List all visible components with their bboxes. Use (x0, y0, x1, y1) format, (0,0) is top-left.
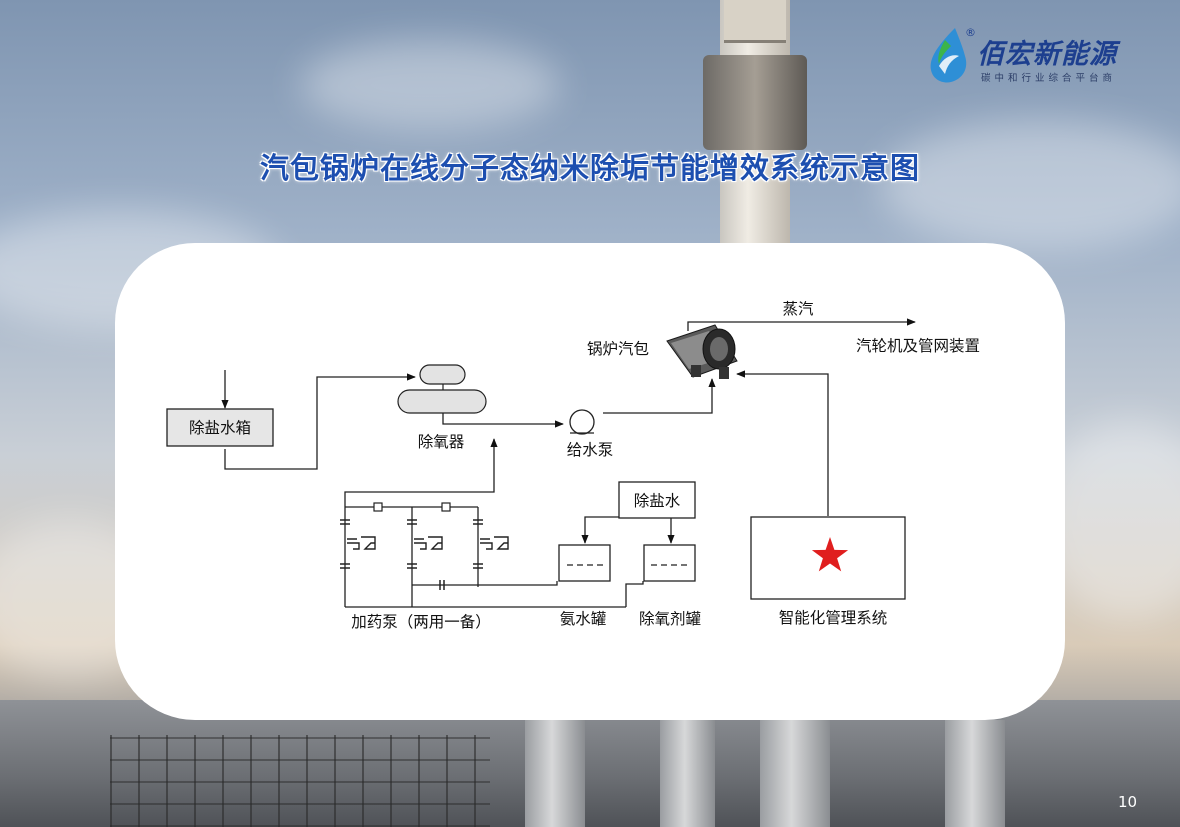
deaerator-label: 除氧器 (418, 433, 465, 451)
ammonia-suction-line (412, 581, 558, 586)
brand-tagline: 碳中和行业综合平台商 (981, 73, 1117, 84)
brand-logo: ® 佰宏新能源 碳中和行业综合平台商 (925, 24, 1155, 88)
dosing-header-line (344, 438, 498, 507)
ammonia-tank-label: 氨水罐 (560, 610, 607, 628)
chimney-cap (724, 0, 786, 43)
registered-mark: ® (965, 26, 976, 39)
valve-icon (441, 502, 451, 512)
deaerator-top-vessel (419, 364, 466, 385)
steel-truss (110, 735, 490, 827)
feed-pump-icon (569, 409, 595, 435)
pump-to-drum-pipe (603, 378, 716, 414)
dosing-pump-icon (347, 536, 376, 550)
star-icon (811, 537, 849, 572)
system-diagram: 除盐水箱 除氧器 给水泵 锅炉汽包 蒸汽 汽轮机及管网装置 除盐水 氨水罐 (166, 300, 980, 631)
tank-to-deaerator-pipe (224, 373, 416, 470)
plant-tower (760, 710, 830, 827)
ammonia-tank-box (558, 544, 611, 582)
steam-label: 蒸汽 (782, 300, 814, 318)
desalted-water-tank-box (166, 408, 274, 447)
cloud (300, 40, 560, 130)
diagram-panel: 除盐水箱 除氧器 给水泵 锅炉汽包 蒸汽 汽轮机及管网装置 除盐水 氨水罐 (115, 243, 1065, 720)
desalted-water-tank-label: 除盐水箱 (189, 419, 251, 437)
desalted-water-label: 除盐水 (634, 492, 681, 510)
dosing-pump-label: 加药泵（两用一备） (351, 613, 491, 631)
plant-tower (945, 720, 1005, 827)
brand-drop-icon (930, 28, 967, 83)
page-number: 10 (1118, 793, 1138, 811)
dosing-pump-icon (480, 536, 509, 550)
desalted-water-to-scavenger-line (653, 516, 675, 544)
steam-pipe (687, 318, 916, 331)
desalted-water-to-ammonia-line (581, 516, 653, 544)
cloud (880, 120, 1180, 250)
brand-name: 佰宏新能源 (977, 39, 1117, 70)
feed-pump-label: 给水泵 (567, 441, 614, 459)
control-signal-line (736, 370, 829, 516)
valve-icon (373, 502, 383, 512)
oxygen-scavenger-tank-label: 除氧剂罐 (639, 610, 701, 628)
boiler-drum-icon (666, 324, 738, 379)
turbine-network-label: 汽轮机及管网装置 (856, 337, 980, 355)
boiler-drum-label: 锅炉汽包 (587, 340, 649, 358)
plant-tower (525, 715, 585, 827)
smart-management-label: 智能化管理系统 (779, 609, 888, 627)
chimney-platform (703, 55, 807, 150)
page-title: 汽包锅炉在线分子态纳米除垢节能增效系统示意图 (259, 151, 920, 185)
deaerator-to-pump-pipe (442, 413, 564, 428)
desalted-water-box (618, 481, 696, 519)
plant-tower (660, 705, 715, 827)
oxygen-scavenger-tank-box (643, 544, 696, 582)
deaerator-bottom-vessel (397, 389, 487, 414)
scavenger-suction-line (625, 581, 644, 607)
dosing-pump-icon (414, 536, 443, 550)
